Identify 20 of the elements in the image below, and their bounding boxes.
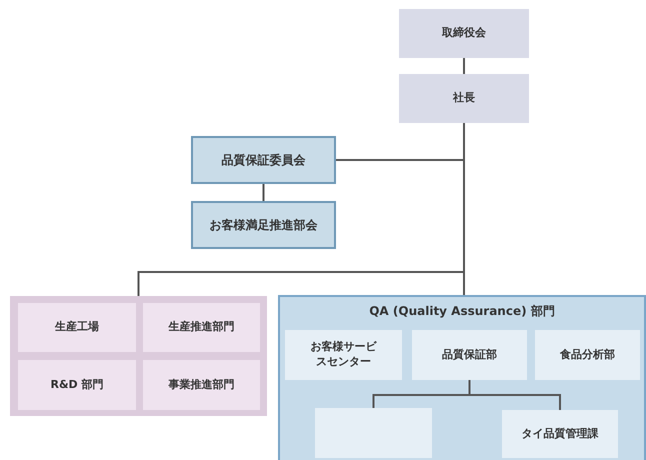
org-box: R&D 部門: [18, 360, 136, 410]
connector-line: [468, 380, 561, 410]
committee-box: 品質保証委員会: [191, 136, 336, 184]
org-box: タイ品質管理課: [502, 410, 618, 458]
org-box: 生産工場: [18, 303, 136, 352]
org-box: お客様サービスセンター: [285, 330, 402, 380]
org-box: 取締役会: [399, 9, 529, 58]
connector-line: [463, 123, 465, 295]
connector-line: [262, 184, 264, 201]
connector-line: [463, 58, 465, 74]
committee-box: お客様満足推進部会: [191, 201, 336, 249]
group-panel: [10, 296, 267, 416]
group-panel: [278, 295, 646, 460]
panel-heading: QA (Quality Assurance) 部門: [368, 303, 556, 320]
org-box: 生産推進部門: [143, 303, 260, 352]
org-box: [315, 408, 432, 458]
org-box: 品質保証部: [412, 330, 527, 380]
org-box: 社長: [399, 74, 529, 123]
org-box: 食品分析部: [535, 330, 640, 380]
org-box: 事業推進部門: [143, 360, 260, 410]
